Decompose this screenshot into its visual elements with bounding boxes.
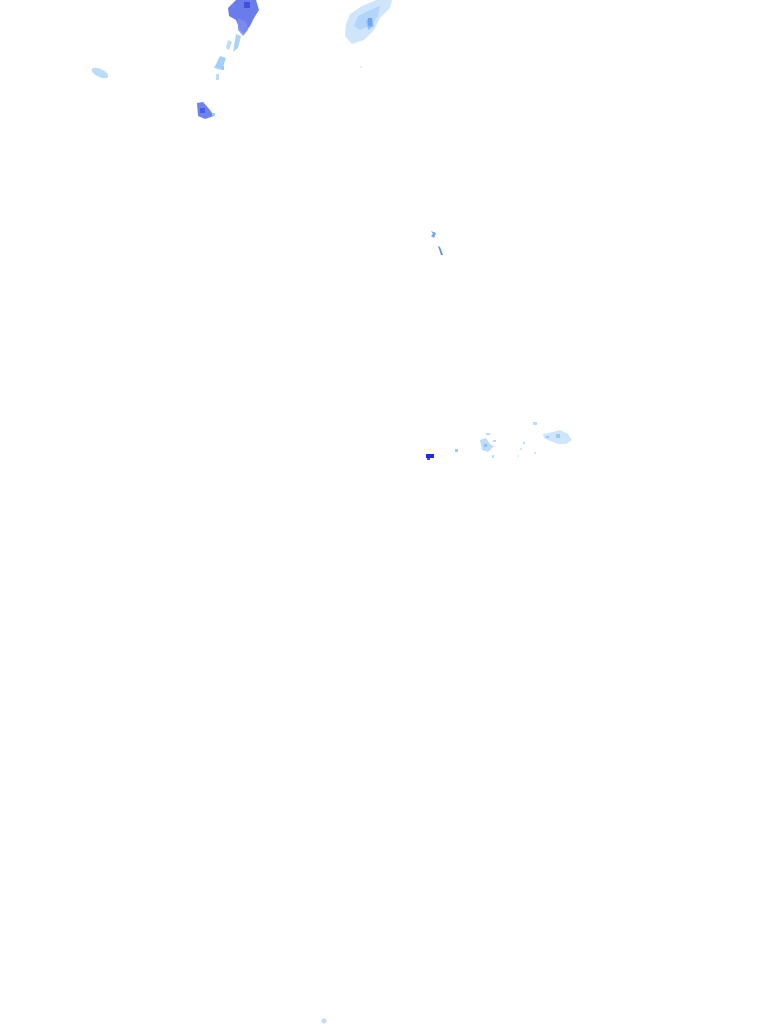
- echo-northwest-speck: [91, 67, 109, 79]
- echo-north-cell-east: [345, 0, 392, 68]
- echo-central-streaks: [431, 231, 443, 255]
- echo-north-cell-west: [228, 0, 259, 36]
- echo-south-speck: [321, 1018, 327, 1024]
- echo-east-scatter: [455, 422, 572, 458]
- echo-west-cell: [197, 102, 215, 119]
- echo-central-core: [426, 454, 434, 460]
- echo-north-cell-trail: [214, 34, 241, 80]
